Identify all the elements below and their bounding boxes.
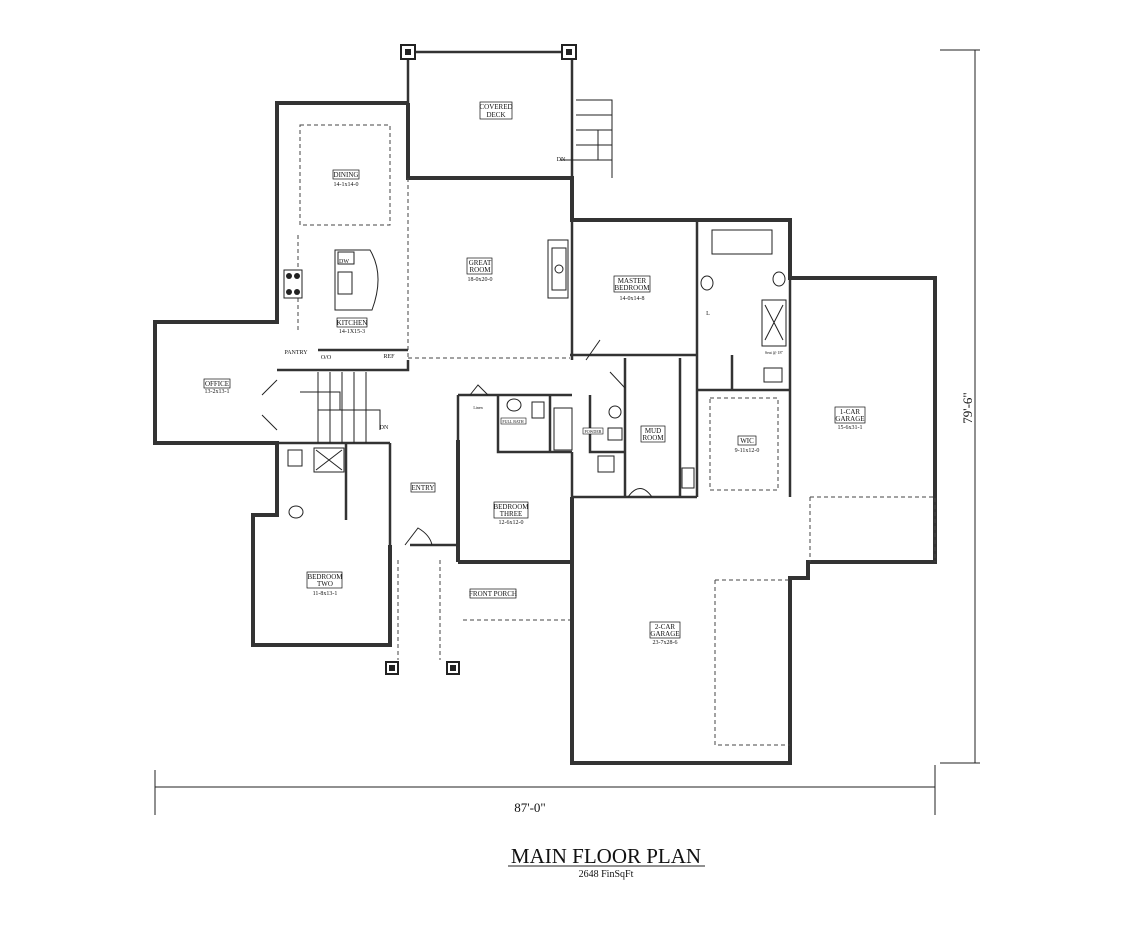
label-front-porch: FRONT PORCH — [469, 588, 517, 599]
laundry-label: L — [706, 311, 710, 317]
depth-dimension-line — [940, 49, 980, 764]
svg-text:14-0x14-8: 14-0x14-8 — [620, 296, 645, 302]
svg-text:DINING: DINING — [334, 171, 359, 179]
svg-text:ROOM: ROOM — [642, 434, 664, 442]
svg-text:ROOM: ROOM — [469, 266, 491, 274]
svg-text:2-CAR: 2-CAR — [655, 623, 676, 631]
oven-label: O/O — [321, 355, 332, 361]
label-wic: WIC 9-11x12-0 — [735, 435, 760, 454]
deck-stairs-dn-label: DN — [557, 157, 566, 163]
label-great-room: GREAT ROOM 18-0x20-0 — [466, 257, 493, 283]
width-dimension: 87'-0" — [514, 800, 545, 815]
plan-title: MAIN FLOOR PLAN — [511, 844, 701, 868]
label-master-bedroom: MASTER BEDROOM 14-0x14-8 — [613, 275, 651, 302]
svg-text:MUD: MUD — [645, 427, 661, 435]
svg-text:9-11x12-0: 9-11x12-0 — [735, 448, 760, 454]
linen-label: Linen — [473, 405, 482, 410]
svg-text:FULL BATH: FULL BATH — [502, 419, 523, 424]
svg-text:GARAGE: GARAGE — [650, 630, 679, 638]
svg-text:BEDROOM: BEDROOM — [614, 284, 650, 292]
svg-text:14-1x14-0: 14-1x14-0 — [334, 182, 359, 188]
svg-text:MASTER: MASTER — [618, 277, 647, 285]
svg-text:BEDROOM: BEDROOM — [493, 503, 529, 511]
svg-text:BEDROOM: BEDROOM — [307, 573, 343, 581]
dw-label: DW — [339, 259, 349, 265]
label-kitchen: KITCHEN 14-1X15-3 — [337, 317, 368, 335]
plan-subtitle: 2648 FinSqFt — [579, 869, 634, 880]
label-office: OFFICE 13-2x13-1 — [203, 378, 231, 395]
depth-dimension: 79'-6" — [960, 392, 975, 423]
svg-text:POWDER: POWDER — [585, 429, 602, 434]
svg-text:FRONT PORCH: FRONT PORCH — [469, 590, 517, 598]
ref-label: REF — [383, 354, 395, 360]
pantry-label: PANTRY — [284, 350, 308, 356]
svg-text:KITCHEN: KITCHEN — [337, 319, 368, 327]
svg-text:11-8x13-1: 11-8x13-1 — [313, 591, 338, 597]
exterior-walls — [153, 101, 937, 765]
label-entry: ENTRY — [410, 482, 436, 493]
svg-text:1-CAR: 1-CAR — [840, 408, 861, 416]
svg-text:GARAGE: GARAGE — [835, 415, 864, 423]
label-covered-deck: COVERED DECK — [479, 101, 513, 120]
shower-seat-label: Seat @ 18" — [765, 350, 784, 355]
label-full-bath: FULL BATH — [500, 417, 527, 425]
interior-walls — [277, 220, 792, 547]
svg-text:23-7x28-6: 23-7x28-6 — [653, 640, 678, 646]
svg-text:COVERED: COVERED — [479, 103, 512, 111]
svg-text:WIC: WIC — [740, 437, 754, 445]
width-dimension-line — [154, 765, 936, 815]
svg-text:TWO: TWO — [317, 580, 333, 588]
svg-text:13-2x13-1: 13-2x13-1 — [205, 389, 230, 395]
label-one-car-garage: 1-CAR GARAGE 15-6x31-1 — [834, 406, 866, 431]
svg-text:12-6x12-0: 12-6x12-0 — [499, 520, 524, 526]
svg-text:ENTRY: ENTRY — [412, 484, 435, 492]
svg-text:18-0x20-0: 18-0x20-0 — [468, 277, 493, 283]
label-two-car-garage: 2-CAR GARAGE 23-7x28-6 — [649, 621, 681, 646]
label-bedroom-two: BEDROOM TWO 11-8x13-1 — [306, 571, 343, 597]
svg-text:THREE: THREE — [500, 510, 523, 518]
label-bedroom-three: BEDROOM THREE 12-6x12-0 — [493, 501, 529, 526]
svg-text:OFFICE: OFFICE — [205, 380, 229, 388]
svg-text:DECK: DECK — [486, 111, 505, 119]
label-powder: POWDER — [582, 427, 604, 435]
svg-text:15-6x31-1: 15-6x31-1 — [838, 425, 863, 431]
label-mud-room: MUD ROOM — [640, 425, 666, 443]
label-dining: DINING 14-1x14-0 — [332, 169, 360, 188]
svg-text:GREAT: GREAT — [469, 259, 492, 267]
stairs-dn-label: DN — [380, 425, 389, 431]
svg-text:14-1X15-3: 14-1X15-3 — [339, 329, 365, 335]
